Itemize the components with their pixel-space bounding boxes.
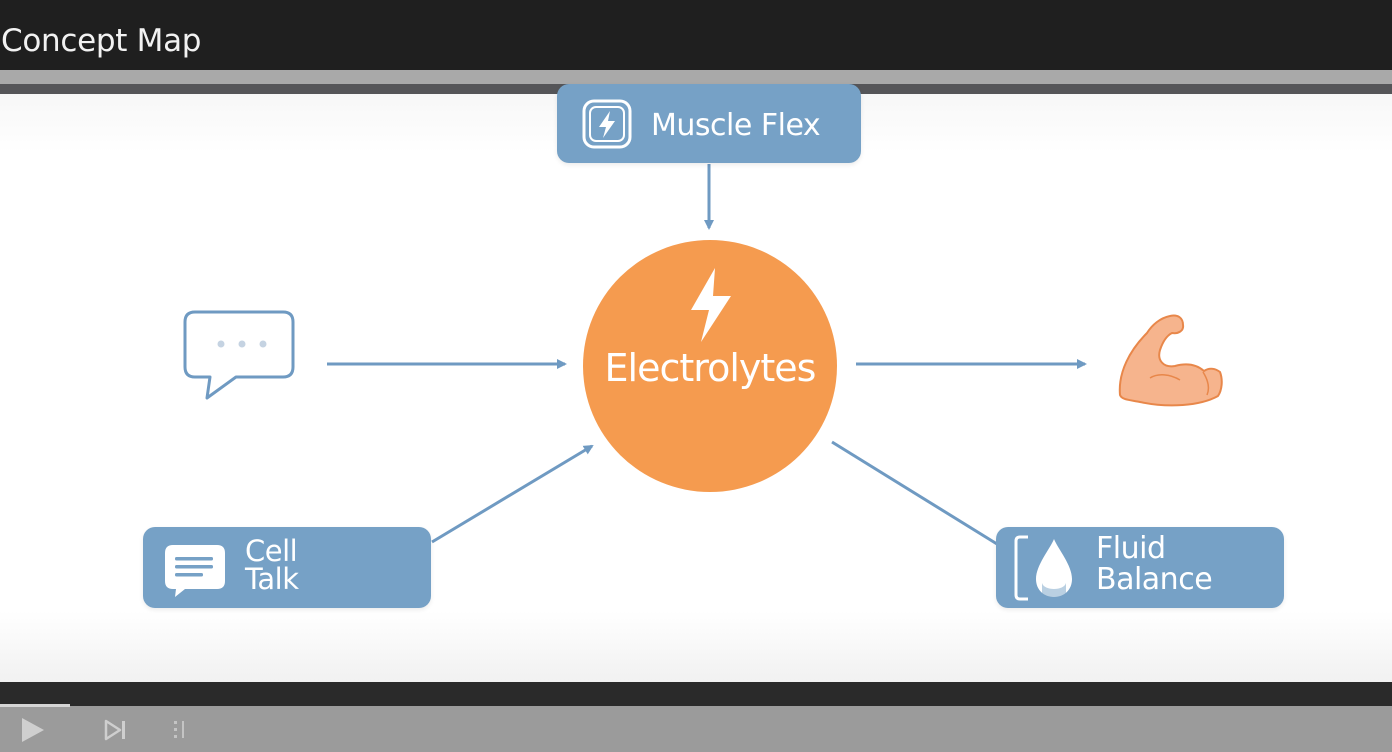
chapters-icon[interactable] bbox=[168, 714, 200, 746]
flexed-arm-icon bbox=[1118, 314, 1223, 407]
water-drop-icon bbox=[1014, 535, 1072, 601]
node-cell-talk: Cell Talk bbox=[143, 527, 431, 608]
title-bar: Concept Map bbox=[0, 0, 1392, 72]
progress-bar[interactable] bbox=[0, 704, 70, 707]
player-controls-bar bbox=[0, 706, 1392, 752]
center-node-electrolytes: Electrolytes bbox=[583, 240, 837, 492]
page-title: Concept Map bbox=[1, 23, 202, 59]
chat-message-icon bbox=[165, 545, 225, 597]
connector-center-to-fluid-balance bbox=[831, 440, 998, 546]
node-label: Muscle Flex bbox=[651, 108, 821, 143]
node-label: Fluid Balance bbox=[1096, 531, 1213, 597]
play-icon[interactable] bbox=[16, 714, 48, 746]
speech-bubble-icon bbox=[183, 310, 295, 400]
next-icon[interactable] bbox=[100, 714, 132, 746]
slide-top-border bbox=[0, 70, 1392, 84]
connector-cell-talk-to-center bbox=[431, 444, 594, 544]
node-muscle-flex: Muscle Flex bbox=[557, 84, 861, 163]
lightning-bolt-icon bbox=[691, 268, 731, 342]
lightning-bolt-icon bbox=[582, 99, 632, 149]
slide-bottom-border bbox=[0, 682, 1392, 706]
node-fluid-balance: Fluid Balance bbox=[996, 527, 1284, 608]
center-node-label: Electrolytes bbox=[604, 346, 817, 390]
node-label: Cell Talk bbox=[245, 534, 299, 596]
